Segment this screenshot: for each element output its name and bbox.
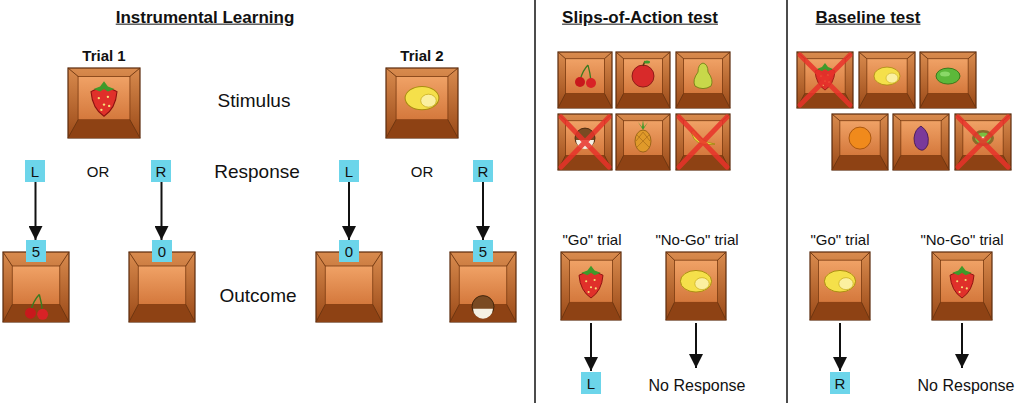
outcome-arrow	[348, 182, 350, 240]
stimulus-box	[810, 252, 870, 320]
panel-heading: Slips-of-Action test	[562, 9, 718, 28]
stimulus-box	[893, 114, 949, 170]
outcome-arrow	[482, 182, 484, 240]
response-key: L	[339, 160, 359, 182]
stimulus-box	[920, 52, 976, 108]
trial-arrow	[961, 323, 963, 368]
stimulus-box	[558, 114, 612, 170]
stimulus-box	[955, 114, 1011, 170]
trial-arrow	[839, 323, 841, 371]
fruit-strawberry	[91, 81, 117, 116]
panel-divider	[534, 0, 536, 403]
label: Outcome	[219, 286, 296, 307]
response-key: 5	[473, 240, 493, 262]
label: "Go" trial	[563, 232, 622, 249]
node-text: 5	[32, 244, 40, 259]
node-text: R	[478, 164, 489, 179]
label: Response	[214, 162, 300, 183]
stimulus-box	[561, 252, 621, 320]
stimulus-box	[616, 114, 670, 170]
fruit-orange	[849, 127, 871, 149]
stimulus-box	[666, 252, 726, 320]
response-key: 5	[26, 240, 46, 262]
panel-divider	[786, 0, 788, 403]
outcome-box	[450, 252, 516, 322]
outcome-box	[129, 252, 195, 322]
fruit-coconut	[472, 296, 494, 319]
label: "Go" trial	[811, 232, 870, 249]
response-key: R	[473, 160, 493, 182]
fruit-lemon	[824, 270, 855, 292]
label: Trial 2	[400, 48, 443, 65]
devalued-cross	[561, 117, 609, 167]
stimulus-box	[859, 52, 915, 108]
fruit-cherries	[575, 65, 596, 88]
fruit-lemon	[405, 86, 439, 109]
response-key: L	[581, 372, 601, 394]
fruit-strawberry	[950, 266, 974, 298]
response-key: L	[25, 160, 45, 182]
fruit-pineapple	[635, 120, 651, 152]
stimulus-box	[832, 114, 888, 170]
devalued-cross	[679, 117, 727, 167]
stimulus-box	[932, 252, 992, 320]
node-text: 5	[479, 244, 487, 259]
devalued-cross	[800, 55, 850, 105]
fruit-strawberry	[579, 266, 603, 298]
node-text: R	[835, 376, 846, 391]
stimulus-box	[558, 52, 612, 108]
fruit-lemon	[680, 270, 711, 292]
outcome-box	[316, 252, 382, 322]
stimulus-box	[386, 68, 458, 138]
response-key: R	[151, 160, 171, 182]
trial-arrow	[695, 323, 697, 368]
response-key: 0	[152, 240, 172, 262]
label: OR	[87, 164, 110, 181]
panel-heading: Instrumental Learning	[116, 9, 295, 28]
node-text: 0	[345, 244, 353, 259]
label: "No-Go" trial	[655, 232, 738, 249]
response-key: R	[830, 372, 850, 394]
node-text: L	[345, 164, 353, 179]
label: OR	[411, 164, 434, 181]
label: No Response	[649, 377, 746, 395]
response-key: 0	[339, 240, 359, 262]
fruit-lime	[936, 68, 960, 84]
fruit-lemon	[874, 67, 900, 85]
stimulus-box	[68, 68, 140, 138]
fruit-plum	[914, 126, 928, 150]
stimulus-box	[676, 114, 730, 170]
stimulus-box	[616, 52, 670, 108]
outcome-arrow	[35, 182, 37, 240]
stimulus-box	[797, 52, 853, 108]
node-text: 0	[158, 244, 166, 259]
stimulus-box	[676, 52, 730, 108]
node-text: L	[31, 164, 39, 179]
label: Stimulus	[218, 91, 291, 112]
label: No Response	[918, 377, 1015, 395]
outcome-arrow	[161, 182, 163, 240]
node-text: R	[156, 164, 167, 179]
label: "No-Go" trial	[920, 232, 1003, 249]
panel-heading: Baseline test	[816, 9, 921, 28]
fruit-cherries	[25, 295, 48, 320]
devalued-cross	[958, 117, 1008, 167]
label: Trial 1	[82, 48, 125, 65]
trial-arrow	[590, 323, 592, 371]
fruit-pear	[694, 63, 712, 89]
node-text: L	[587, 376, 595, 391]
fruit-apple	[632, 61, 654, 88]
outcome-box	[3, 252, 69, 322]
